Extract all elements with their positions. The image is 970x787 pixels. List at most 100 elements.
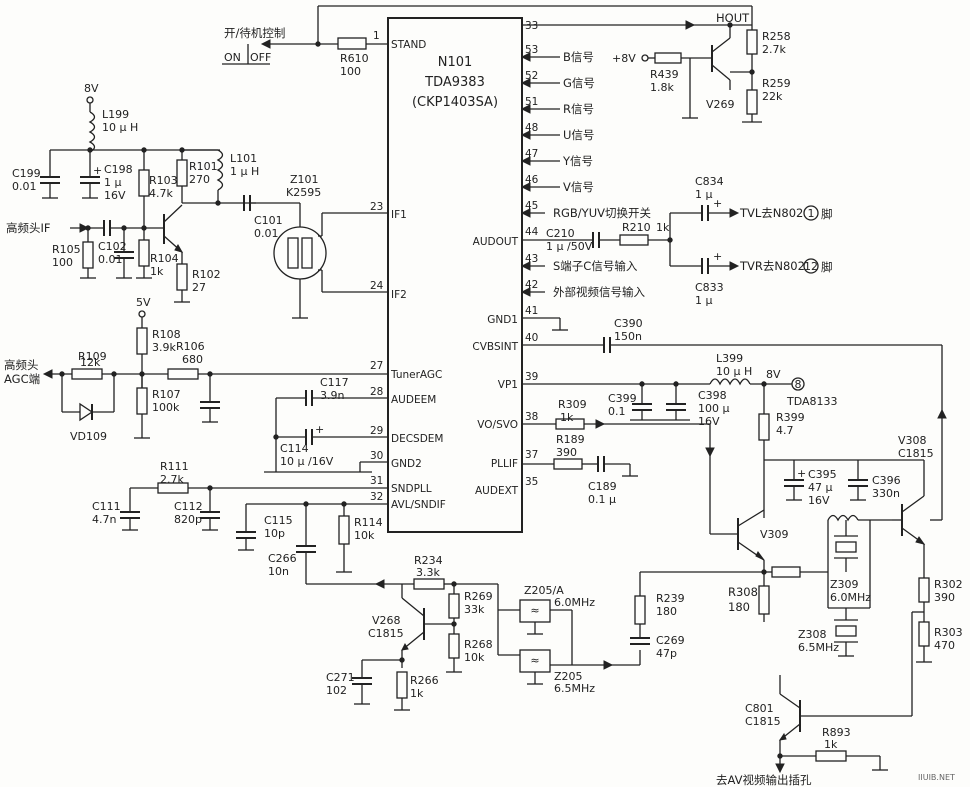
vp1-section: 8 TDA8133 8V L399 10 μ H C399 0.1 C398 1… bbox=[522, 352, 838, 518]
r108-val: 3.9k bbox=[152, 341, 176, 354]
c269-ref: C269 bbox=[656, 634, 685, 647]
v308-ref: V308 bbox=[898, 434, 927, 447]
cvbsint-section: C390 150n bbox=[522, 317, 947, 478]
r103-resistor bbox=[138, 169, 150, 197]
audio-deemphasis-section: C117 3.9n + C114 10 μ /16V bbox=[264, 376, 388, 473]
r259-ref: R259 bbox=[762, 77, 791, 90]
c101-val: 0.01 bbox=[254, 227, 279, 240]
r309b-resistor bbox=[771, 566, 801, 578]
c198-ref: C198 bbox=[104, 163, 133, 176]
c834-ref: C834 bbox=[695, 175, 724, 188]
pin-42-num: 42 bbox=[525, 279, 538, 291]
pin-1-name: STAND bbox=[391, 39, 426, 51]
z308-val: 6.5MHz bbox=[798, 641, 839, 654]
av-output-label: 去AV视频输出插孔 bbox=[716, 773, 812, 787]
tvl-pin: 1 bbox=[808, 207, 815, 220]
c833-ref: C833 bbox=[695, 281, 724, 294]
r308-resistor bbox=[758, 585, 770, 615]
r210-ref: R210 bbox=[622, 221, 651, 234]
r104-val: 1k bbox=[150, 265, 164, 278]
r893-val: 1k bbox=[824, 738, 838, 751]
c398-val: 100 μ bbox=[698, 402, 730, 415]
r259-val: 22k bbox=[762, 90, 783, 103]
r439-ref: R439 bbox=[650, 68, 679, 81]
r258-val: 2.7k bbox=[762, 43, 786, 56]
standby-arrow-icon bbox=[260, 39, 271, 49]
r101-resistor bbox=[176, 159, 188, 187]
svg-text:+: + bbox=[713, 250, 722, 263]
svg-text:+: + bbox=[713, 197, 722, 210]
off-label: OFF bbox=[250, 51, 271, 64]
pin-40-name: CVBSINT bbox=[472, 341, 518, 353]
sndpll-section: R111 2.7k C111 4.7n C112 820p bbox=[92, 460, 388, 531]
z309-filter bbox=[835, 541, 857, 553]
pin-40-num: 40 bbox=[525, 332, 538, 344]
r189-resistor bbox=[553, 458, 583, 470]
r234-resistor bbox=[413, 578, 445, 590]
tuner-agc-label-2: AGC端 bbox=[4, 372, 40, 386]
svg-text:≈: ≈ bbox=[530, 654, 539, 667]
pin-37-name: PLLIF bbox=[491, 458, 518, 470]
video-buffer-section: V309 R308 180 + C395 47 μ 16V C396 330n … bbox=[710, 434, 963, 717]
c399-val: 0.1 bbox=[608, 405, 626, 418]
l199-ref: L199 bbox=[102, 108, 129, 121]
c198-volt: 16V bbox=[104, 189, 126, 202]
pin-24-name: IF2 bbox=[391, 289, 407, 301]
z101-val: K2595 bbox=[286, 186, 321, 199]
tuner-agc-section: 5V R108 3.9k 高频头 AGC端 VD109 R109 12k R10… bbox=[4, 296, 388, 443]
pin-46-num: 46 bbox=[525, 174, 539, 186]
rgb-signal-inputs: B信号 G信号 R信号 U信号 Y信号 V信号 RGB/YUV切换开关 S端子C… bbox=[520, 50, 651, 299]
pin-30-num: 30 bbox=[370, 450, 383, 462]
r268-ref: R268 bbox=[464, 638, 493, 651]
r266-val: 1k bbox=[410, 687, 424, 700]
r399-resistor bbox=[758, 413, 770, 441]
r108-resistor bbox=[136, 327, 148, 355]
pin-52-num: 52 bbox=[525, 70, 538, 82]
r302-resistor bbox=[918, 577, 930, 603]
r210-resistor bbox=[619, 234, 649, 246]
c102-val: 0.01 bbox=[98, 253, 123, 266]
pin-35-num: 35 bbox=[525, 476, 538, 488]
r101-val: 270 bbox=[189, 173, 210, 186]
c395-ref: C395 bbox=[808, 468, 837, 481]
l399-val: 10 μ H bbox=[716, 365, 752, 378]
r266-resistor bbox=[396, 671, 408, 699]
r210-val: 1k bbox=[656, 221, 670, 234]
c112-val: 820p bbox=[174, 513, 202, 526]
pin-31-name: SNDPLL bbox=[391, 483, 432, 495]
pin-27-name: TunerAGC bbox=[390, 369, 442, 381]
pin-32-num: 32 bbox=[370, 491, 383, 503]
l399-ref: L399 bbox=[716, 352, 743, 365]
vd109-diode bbox=[79, 402, 94, 422]
z308-filter bbox=[835, 625, 857, 637]
r302-ref: R302 bbox=[934, 578, 963, 591]
r234-ref: R234 bbox=[414, 554, 443, 567]
r111-ref: R111 bbox=[160, 460, 189, 473]
r107-resistor bbox=[136, 387, 148, 415]
pin-30-name: GND2 bbox=[391, 458, 422, 470]
pin-23-num: 23 bbox=[370, 201, 383, 213]
r101-ref: R101 bbox=[189, 160, 218, 173]
r610-resistor bbox=[337, 37, 367, 50]
r268-val: 10k bbox=[464, 651, 485, 664]
c115-val: 10p bbox=[264, 527, 285, 540]
r269-resistor bbox=[448, 593, 460, 619]
c396-ref: C396 bbox=[872, 474, 901, 487]
r105-val: 100 bbox=[52, 256, 73, 269]
hout-arrow-icon bbox=[685, 20, 696, 30]
pin-53-num: 53 bbox=[525, 44, 538, 56]
r107-ref: R107 bbox=[152, 388, 181, 401]
c399-ref: C399 bbox=[608, 392, 637, 405]
tvr-label: TVR去N802 bbox=[739, 259, 805, 273]
pin-38-name: VO/SVO bbox=[477, 419, 518, 431]
r268-resistor bbox=[448, 633, 460, 659]
c801-ref: C801 bbox=[745, 702, 774, 715]
ic-n101-body bbox=[387, 17, 523, 533]
tuner-agc-label-1: 高频头 bbox=[4, 358, 39, 372]
g-signal-label: G信号 bbox=[563, 76, 595, 90]
r189-val: 390 bbox=[556, 446, 577, 459]
r108-ref: R108 bbox=[152, 328, 181, 341]
pin-23-name: IF1 bbox=[391, 209, 407, 221]
pin-45-num: 45 bbox=[525, 200, 538, 212]
pin-38-num: 38 bbox=[525, 411, 538, 423]
